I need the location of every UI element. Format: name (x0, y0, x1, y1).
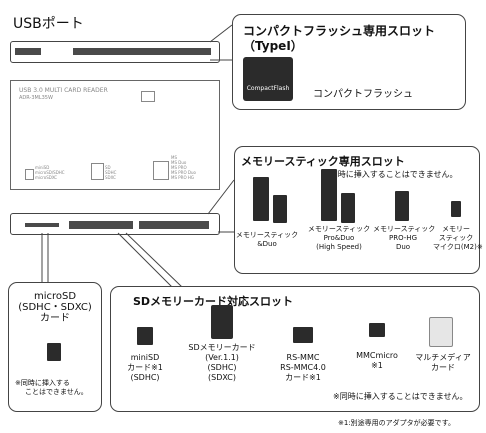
minisd-card (137, 327, 153, 345)
sd-title: SDメモリーカード対応スロット (133, 295, 294, 308)
memory-stick-duo-card (273, 195, 287, 223)
label-line: &Duo (257, 240, 277, 248)
multimedia-card (429, 317, 453, 347)
card-reader-body: USB 3.0 MULTI CARD READER ADR-3ML35W min… (10, 80, 220, 190)
left-slot-label: microSDXC (35, 175, 58, 180)
label-line: (SDHC) (130, 373, 160, 382)
cf-card-text: CompactFlash (246, 85, 290, 92)
label-line: SDメモリーカード (188, 343, 256, 352)
ms-slot (139, 221, 209, 229)
left-slot-indicator-icon (25, 169, 34, 180)
right-slot-labels: MS MS Duo MS PRO MS PRO Duo MS PRO HG (171, 155, 196, 180)
reader-logo-icon (141, 91, 155, 102)
reader-top-edge (10, 41, 220, 63)
cf-caption: コンパクトフラッシュ (313, 89, 413, 100)
cf-title-line2: （TypeI） (243, 39, 303, 53)
label-line: カード※1 (285, 373, 321, 382)
sd-card (211, 305, 233, 339)
label-line: (Ver.1.1) (205, 353, 239, 362)
middle-slot-label: SDHC (105, 170, 117, 175)
label-line: マルチメディア (415, 353, 471, 362)
label-line: (High Speed) (316, 243, 362, 251)
left-slot-label: microSD/SDHC (35, 170, 65, 175)
label-line: スティック (438, 234, 474, 242)
memory-stick-pro-duo-card (341, 193, 355, 223)
reader-bottom-edge (10, 213, 220, 235)
left-slot-labels: miniSD microSD/SDHC microSDXC (35, 165, 65, 180)
right-slot-label: MS PRO Duo (171, 170, 196, 175)
sd-card-label-3: RS-MMC RS-MMC4.0 カード※1 (271, 353, 335, 383)
ms-card-label-3: メモリースティック PRO-HG Duo (373, 225, 436, 252)
footnote: ※1:別途専用のアダプタが必要です。 (338, 419, 455, 427)
title-line: microSD (33, 291, 77, 302)
label-line: マイクロ(M2)※ (433, 243, 483, 251)
microsd-card (47, 343, 61, 361)
middle-slot-label: SD (105, 165, 111, 170)
microsd-note: ※同時に挿入する ことはできません。 (15, 379, 88, 397)
sd-card-label-2: SDメモリーカード (Ver.1.1) (SDHC) (SDXC) (183, 343, 261, 383)
memory-stick-card (253, 177, 269, 221)
label-line: RS-MMC4.0 (280, 363, 326, 372)
ms-card-label-1: メモリースティック &Duo (235, 231, 299, 249)
mmcmicro-card (369, 323, 385, 337)
cf-slot-box: コンパクトフラッシュ専用スロット （TypeI） CompactFlash コン… (232, 14, 466, 110)
microsd-slot-box: microSD (SDHC・SDXC) カード ※同時に挿入する ことはできませ… (8, 282, 102, 412)
label-line: メモリースティック (307, 225, 371, 233)
memory-stick-slot-box: メモリースティック専用スロット ※同時に挿入することはできません。 メモリーステ… (234, 146, 483, 274)
memory-stick-micro-card (451, 201, 461, 217)
title-line: カード (40, 313, 70, 324)
sd-note: ※同時に挿入することはできません。 (333, 392, 468, 401)
memory-stick-pro-card (321, 169, 337, 221)
label-line: カード (431, 363, 455, 372)
right-slot-indicator-icon (153, 161, 169, 180)
sd-slot (69, 221, 133, 229)
ms-title: メモリースティック専用スロット (241, 155, 405, 168)
label-line: miniSD (130, 353, 160, 362)
ms-card-label-2: メモリースティック Pro&Duo (High Speed) (307, 225, 371, 252)
left-slot-label: miniSD (35, 165, 50, 170)
middle-slot-labels: SD SDHC SDXC (105, 165, 116, 180)
right-slot-label: MS (171, 155, 177, 160)
usb-slot (15, 48, 41, 55)
label-line: メモリー (442, 225, 470, 233)
label-line: (SDXC) (208, 373, 236, 382)
right-slot-label: MS PRO HG (171, 175, 194, 180)
middle-slot-label: SDXC (105, 175, 116, 180)
label-line: (SDHC) (207, 363, 237, 372)
cf-slot (73, 48, 211, 55)
sd-card-label-1: miniSD カード※1 (SDHC) (115, 353, 175, 383)
note-line: ことはできません。 (25, 388, 88, 396)
compactflash-card: CompactFlash (243, 57, 293, 101)
note-line: ※同時に挿入する (15, 379, 70, 387)
label-line: ※1 (371, 361, 383, 370)
middle-slot-indicator-icon (91, 163, 104, 180)
microsd-slot (25, 223, 59, 227)
memory-stick-pro-hg-duo-card (395, 191, 409, 221)
microsd-title: microSD (SDHC・SDXC) カード (9, 291, 101, 324)
reader-small-text: ADR-3ML35W (19, 95, 53, 101)
ms-card-label-4: メモリー スティック マイクロ(M2)※ (433, 225, 483, 252)
sd-slot-box: SDメモリーカード対応スロット miniSD カード※1 (SDHC) SDメモ… (110, 286, 480, 412)
label-line: メモリースティック (373, 225, 436, 233)
label-line: RS-MMC (286, 353, 320, 362)
right-slot-label: MS PRO (171, 165, 187, 170)
label-line: メモリースティック (235, 231, 299, 239)
right-slot-label: MS Duo (171, 160, 187, 165)
sd-card-label-5: マルチメディア カード (411, 353, 475, 373)
ms-note: ※同時に挿入することはできません。 (323, 170, 458, 179)
usb-port-label: USBポート (13, 16, 84, 32)
label-line: MMCmicro (356, 351, 398, 360)
label-line: PRO-HG (388, 234, 417, 242)
sd-card-label-4: MMCmicro ※1 (347, 351, 407, 371)
label-line: カード※1 (127, 363, 163, 372)
rs-mmc-card (293, 327, 313, 343)
title-line: (SDHC・SDXC) (18, 302, 92, 313)
reader-model-text: USB 3.0 MULTI CARD READER (19, 87, 108, 94)
label-line: Duo (395, 243, 411, 251)
label-line: Pro&Duo (323, 234, 355, 242)
cf-title-line1: コンパクトフラッシュ専用スロット (243, 24, 436, 38)
